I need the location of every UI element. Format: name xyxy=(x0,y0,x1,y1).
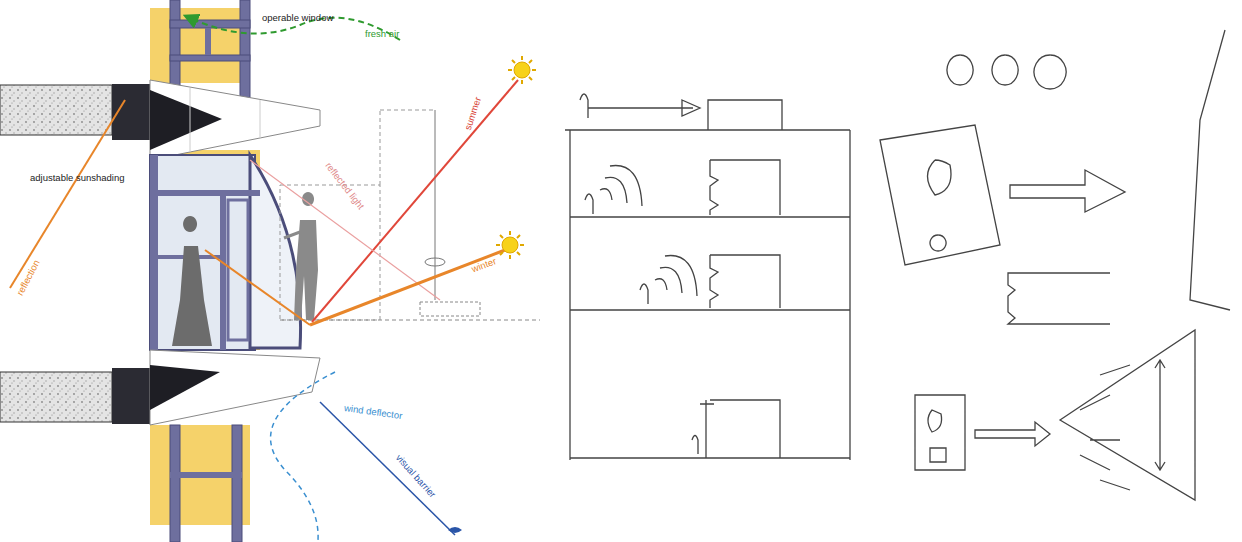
bracket-sketch xyxy=(1008,273,1110,324)
building-section xyxy=(565,130,850,460)
phone-sketch xyxy=(880,125,1000,265)
annotation-label: operable window xyxy=(262,12,333,23)
annotation-label: reflected light xyxy=(323,160,366,211)
room-box xyxy=(710,255,780,308)
sun-symbol xyxy=(502,237,518,253)
winter-ray xyxy=(310,250,505,325)
mullion xyxy=(170,425,180,542)
room-box xyxy=(700,400,780,458)
arrow-sketch xyxy=(975,422,1050,446)
curved-glazing xyxy=(250,155,301,348)
mullion xyxy=(150,155,158,350)
concrete-slab xyxy=(0,85,112,135)
reflected-ray xyxy=(250,160,440,300)
phone-sketch xyxy=(915,395,965,470)
figure-sketch xyxy=(692,436,698,455)
sunshade-fold xyxy=(260,100,261,138)
eye-symbol xyxy=(448,527,462,533)
transom xyxy=(170,472,242,478)
annotation-label: adjustable sunshading xyxy=(30,172,125,183)
reflection-ray xyxy=(10,100,125,288)
wall-panel xyxy=(150,8,250,83)
knob-sketch xyxy=(947,55,1066,89)
arrow-sketch xyxy=(1010,170,1125,212)
winter-ray xyxy=(205,250,310,325)
sun-symbol xyxy=(508,56,536,84)
sketch xyxy=(565,30,1230,500)
person-silhouette xyxy=(172,216,212,346)
pulley xyxy=(425,258,445,266)
mullion xyxy=(205,28,211,55)
wind-path xyxy=(271,372,335,540)
louvre-sketch xyxy=(1060,330,1195,500)
annotation-label: wind deflector xyxy=(343,402,403,421)
concrete-slab xyxy=(0,372,112,422)
guide-line xyxy=(380,110,435,111)
arm xyxy=(284,232,300,238)
room-box xyxy=(710,160,780,215)
transom xyxy=(150,190,260,196)
sun-rays xyxy=(508,56,536,84)
mullion xyxy=(240,0,250,100)
transom xyxy=(170,20,250,28)
annotation-label: winter xyxy=(470,255,498,274)
sun-symbol xyxy=(496,231,524,259)
mullion xyxy=(232,425,242,542)
mullion xyxy=(220,190,226,350)
room-box xyxy=(708,100,782,130)
sun-rays xyxy=(496,231,524,259)
sunshade xyxy=(150,80,320,160)
platform xyxy=(420,302,480,316)
pulley-cord xyxy=(435,110,436,300)
door-frame xyxy=(228,200,248,340)
edge-sketch xyxy=(1190,30,1230,310)
sunshade-cavity xyxy=(150,90,222,150)
annotation-label: reflection xyxy=(14,258,42,297)
sight-line xyxy=(320,402,455,535)
glazing xyxy=(150,155,255,350)
sun-symbol xyxy=(514,62,530,78)
wind-arrow xyxy=(580,94,700,118)
transom xyxy=(170,55,250,61)
guide-line xyxy=(380,110,381,185)
annotation-label: fresh air xyxy=(365,28,399,39)
person-silhouette xyxy=(294,192,318,320)
slab-edge xyxy=(112,368,150,424)
wind-sketch xyxy=(585,166,642,215)
sunshade-fold xyxy=(190,88,191,152)
annotation-label: visual barrier xyxy=(394,452,439,500)
sunshade-cavity xyxy=(150,365,220,410)
sunshade xyxy=(150,350,320,425)
wind-sketch xyxy=(640,256,697,305)
